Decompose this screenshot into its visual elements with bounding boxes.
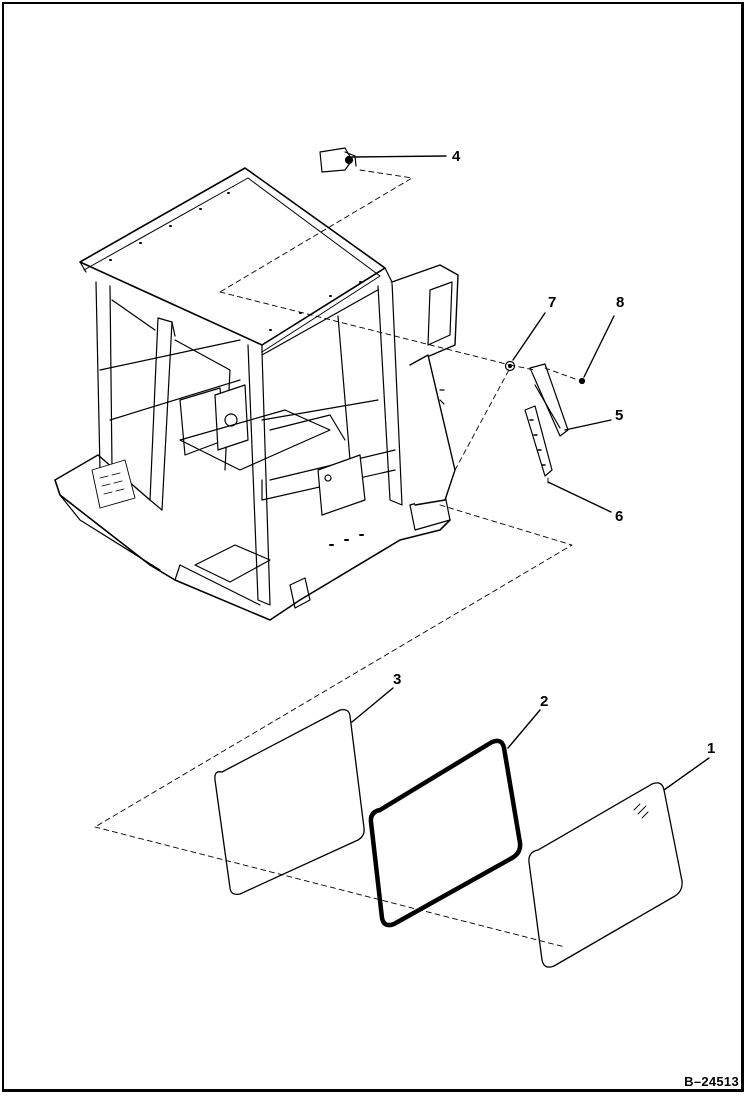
outer-glass-part-1 [528, 782, 683, 968]
callout-6: 6 [615, 508, 623, 525]
figure-reference-number: B–24513 [684, 1074, 739, 1089]
callout-4: 4 [452, 148, 461, 165]
wiper-blade-part-6 [524, 405, 553, 477]
callout-8: 8 [616, 294, 624, 311]
alignment-dashed-lines [94, 169, 579, 948]
glass-reflection-mark [633, 803, 649, 819]
operator-cab [54, 167, 459, 621]
callout-1: 1 [707, 740, 715, 757]
callout-5: 5 [615, 407, 623, 424]
callout-7: 7 [548, 294, 556, 311]
inner-glass-part-3 [214, 708, 365, 896]
leader-lines [351, 155, 710, 791]
cap-part-8 [578, 377, 586, 385]
callout-3: 3 [393, 671, 401, 688]
dome-light-part-4 [319, 147, 357, 173]
callout-2: 2 [540, 693, 548, 710]
window-seal-part-2 [368, 738, 523, 928]
